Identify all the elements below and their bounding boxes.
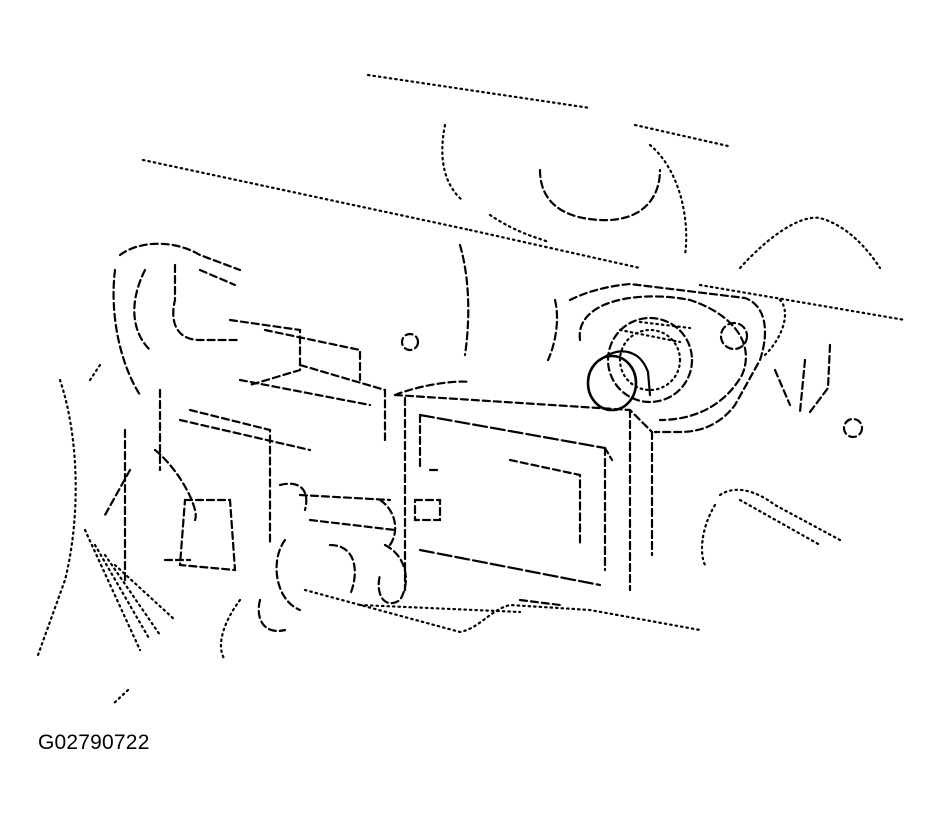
body-panel-lines [141,73,907,322]
mounting-flange [546,282,767,434]
figure-id-label: G02790722 [38,731,150,754]
wiring-harness [36,363,177,707]
right-side-hardware [700,298,864,567]
connector-assembly [103,242,470,662]
base-plate [303,588,702,634]
main-module-box [393,380,654,592]
